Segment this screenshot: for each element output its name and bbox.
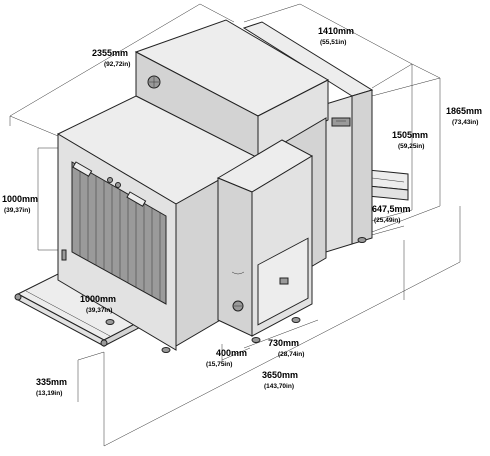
handle — [231, 271, 245, 275]
foot — [161, 347, 171, 353]
lead-curtain — [79, 166, 161, 300]
dim-base-depth-inch: (28,74in) — [278, 351, 304, 358]
dim-base-depth-mm: 730mm — [268, 338, 299, 348]
front-label-right — [126, 191, 147, 207]
right-conveyor — [367, 169, 409, 201]
rear-label-plate — [331, 117, 351, 127]
dim-tunnel-height-mm: 1000mm — [2, 194, 38, 204]
dim-depth-top-mm: 1410mm — [318, 26, 354, 36]
dimension-lines — [9, 3, 461, 447]
foot — [357, 237, 367, 243]
dim-total-length-inch: (143,70in) — [264, 383, 294, 390]
dim-tunnel-width-inch: (39,37in) — [86, 307, 112, 314]
dim-tunnel-top-inch: (59,25in) — [398, 143, 424, 150]
dim-depth-top-inch: (55,51in) — [320, 39, 346, 46]
dimension-labels: 2355mm (92,72in) 1410mm (55,51in) 1865mm… — [2, 26, 482, 397]
emergency-switch — [61, 249, 67, 261]
dim-conveyor-height-mm: 335mm — [36, 377, 67, 387]
foot — [251, 337, 261, 343]
dim-conveyor-height-inch: (13,19in) — [36, 390, 62, 397]
indicator-light-2 — [115, 182, 121, 188]
dim-tunnel-height-inch: (39,37in) — [4, 207, 30, 214]
dim-roller-height-mm: 647,5mm — [372, 204, 411, 214]
foot — [105, 319, 115, 325]
panel-lock — [279, 277, 289, 285]
dim-tunnel-width-mm: 1000mm — [80, 294, 116, 304]
dim-width-top-mm: 2355mm — [92, 48, 128, 58]
rear-cabinet — [242, 21, 374, 253]
indicator-light-1 — [107, 177, 113, 183]
dim-total-length-mm: 3650mm — [262, 370, 298, 380]
dim-roller-height-inch: (25,49in) — [374, 217, 400, 224]
generator-column — [216, 139, 314, 343]
dim-control-depth-inch: (15,75in) — [206, 361, 232, 368]
dim-total-height-mm: 1865mm — [446, 106, 482, 116]
dim-tunnel-top-mm: 1505mm — [392, 130, 428, 140]
dim-control-depth-mm: 400mm — [216, 348, 247, 358]
foot — [291, 317, 301, 323]
upper-housing — [134, 19, 330, 159]
front-label-left — [72, 161, 93, 177]
dim-total-height-inch: (73,43in) — [452, 119, 478, 126]
dim-width-top-inch: (92,72in) — [104, 61, 130, 68]
